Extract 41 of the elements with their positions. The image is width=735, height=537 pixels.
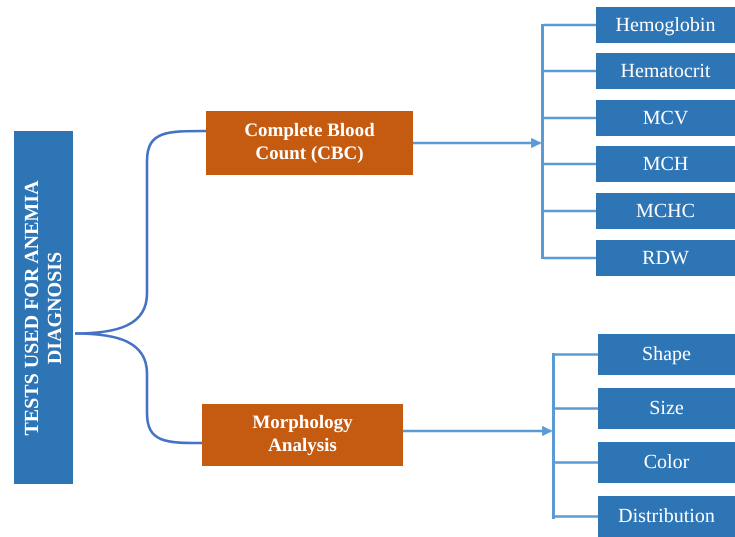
connector-line	[544, 162, 596, 166]
node-label: Complete Blood Count (CBC)	[243, 120, 376, 166]
node-label: Morphology Analysis	[251, 412, 354, 458]
node-label: Shape	[642, 343, 691, 366]
node-label: TESTS USED FOR ANEMIA DIAGNOSIS	[20, 178, 66, 438]
node-label: MCH	[642, 152, 688, 176]
node-label: MCV	[642, 106, 688, 130]
test-box	[598, 334, 735, 375]
category-box	[202, 404, 403, 466]
category-box	[206, 111, 413, 175]
connector-line	[554, 407, 598, 410]
connector-line	[554, 461, 598, 464]
test-box	[596, 53, 735, 89]
arrow	[413, 138, 542, 148]
node-label: Distribution	[618, 505, 715, 528]
node-label: Size	[649, 397, 684, 420]
connector-line	[544, 70, 596, 72]
connector-line	[554, 515, 598, 518]
node-label: RDW	[642, 246, 689, 270]
bracket-bar	[540, 24, 544, 258]
test-box	[596, 193, 735, 229]
test-box	[596, 146, 735, 182]
node-label: Hemoglobin	[616, 14, 716, 36]
arrow	[403, 426, 553, 436]
test-box	[596, 7, 735, 43]
title-box	[14, 131, 73, 484]
test-box	[598, 442, 735, 483]
node-label: Hematocrit	[620, 60, 710, 82]
connector-line	[544, 210, 596, 212]
test-box	[598, 388, 735, 429]
connector-line	[554, 353, 598, 356]
node-label: MCHC	[636, 200, 695, 222]
bracket-bar	[552, 353, 554, 519]
connector-line	[544, 116, 596, 120]
node-label: Color	[644, 451, 690, 474]
test-box	[596, 100, 735, 136]
test-box	[598, 496, 735, 537]
connector-line	[544, 256, 596, 260]
test-box	[596, 240, 735, 276]
brace-connector	[74, 332, 202, 444]
connector-line	[544, 24, 596, 26]
